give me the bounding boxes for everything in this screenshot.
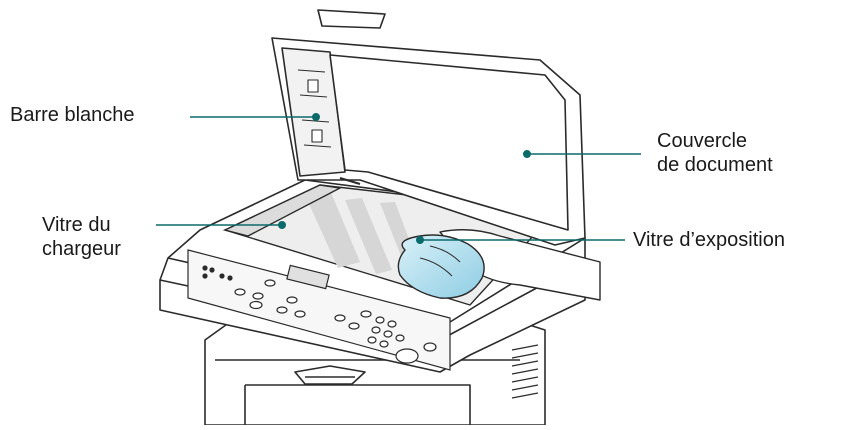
dot-adf-glass <box>279 222 285 228</box>
dot-exposure-glass <box>417 237 423 243</box>
label-exposure-glass: Vitre d’exposition <box>633 228 785 252</box>
label-document-cover-line-2: de document <box>657 153 773 177</box>
label-adf-glass-line-1: Vitre du <box>42 213 121 237</box>
label-white-bar-text: Barre blanche <box>10 103 135 127</box>
label-document-cover: Couvercle de document <box>657 129 773 177</box>
label-document-cover-line-1: Couvercle <box>657 129 773 153</box>
dot-white-bar <box>313 114 319 120</box>
label-exposure-glass-text: Vitre d’exposition <box>633 228 785 252</box>
label-adf-glass: Vitre du chargeur <box>42 213 121 261</box>
dot-document-cover <box>524 151 530 157</box>
label-white-bar: Barre blanche <box>10 103 135 127</box>
label-adf-glass-line-2: chargeur <box>42 237 121 261</box>
